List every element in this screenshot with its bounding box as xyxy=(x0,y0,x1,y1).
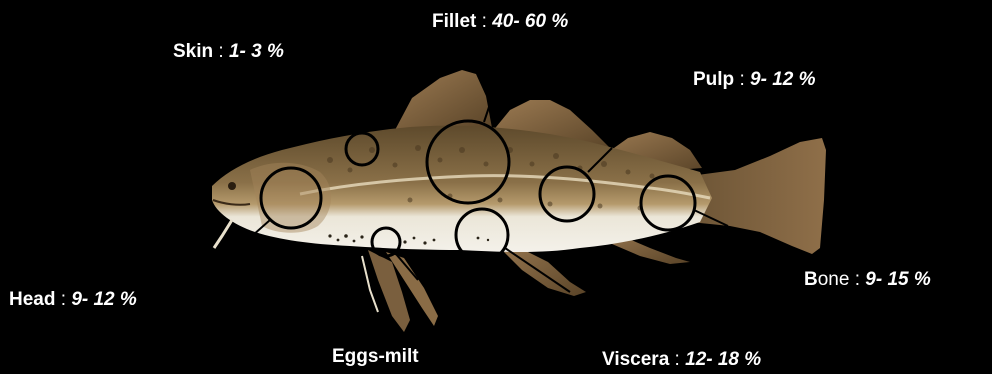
fish-eye xyxy=(228,182,236,190)
skin-label-sep: : xyxy=(213,41,229,62)
pulp-label-value: 9- 12 % xyxy=(750,69,815,90)
fillet-label-name: Fillet xyxy=(432,11,476,32)
skin-label-name: Skin xyxy=(173,41,213,62)
fillet-label: Fillet : 40- 60 % xyxy=(432,12,568,31)
viscera-label-name: Viscera xyxy=(602,349,669,370)
fillet-label-sep: : xyxy=(476,11,492,32)
head-label-value: 9- 12 % xyxy=(71,289,136,310)
viscera-label-sep: : xyxy=(669,349,685,370)
viscera-label-value: 12- 18 % xyxy=(685,349,761,370)
bone-label: Bone : 9- 15 % xyxy=(804,270,931,289)
skin-label: Skin : 1- 3 % xyxy=(173,42,284,61)
chin-barbel xyxy=(214,220,232,248)
bone-label-initial: B xyxy=(804,269,818,290)
viscera-leader xyxy=(505,248,570,292)
head-label-name: Head xyxy=(9,289,55,310)
bone-label-sep: : xyxy=(849,269,865,290)
bone-label-value: 9- 15 % xyxy=(865,269,930,290)
fillet-label-value: 40- 60 % xyxy=(492,11,568,32)
pulp-label-name: Pulp xyxy=(693,69,734,90)
viscera-label: Viscera : 12- 18 % xyxy=(602,350,761,369)
eggs-label-name: Eggs-milt xyxy=(332,346,419,367)
pulp-label: Pulp : 9- 12 % xyxy=(693,70,816,89)
pulp-label-sep: : xyxy=(734,69,750,90)
head-label: Head : 9- 12 % xyxy=(9,290,137,309)
eggs-label: Eggs-milt xyxy=(332,347,419,366)
bone-label-name: one xyxy=(818,269,850,290)
head-label-sep: : xyxy=(55,289,71,310)
skin-label-value: 1- 3 % xyxy=(229,41,284,62)
